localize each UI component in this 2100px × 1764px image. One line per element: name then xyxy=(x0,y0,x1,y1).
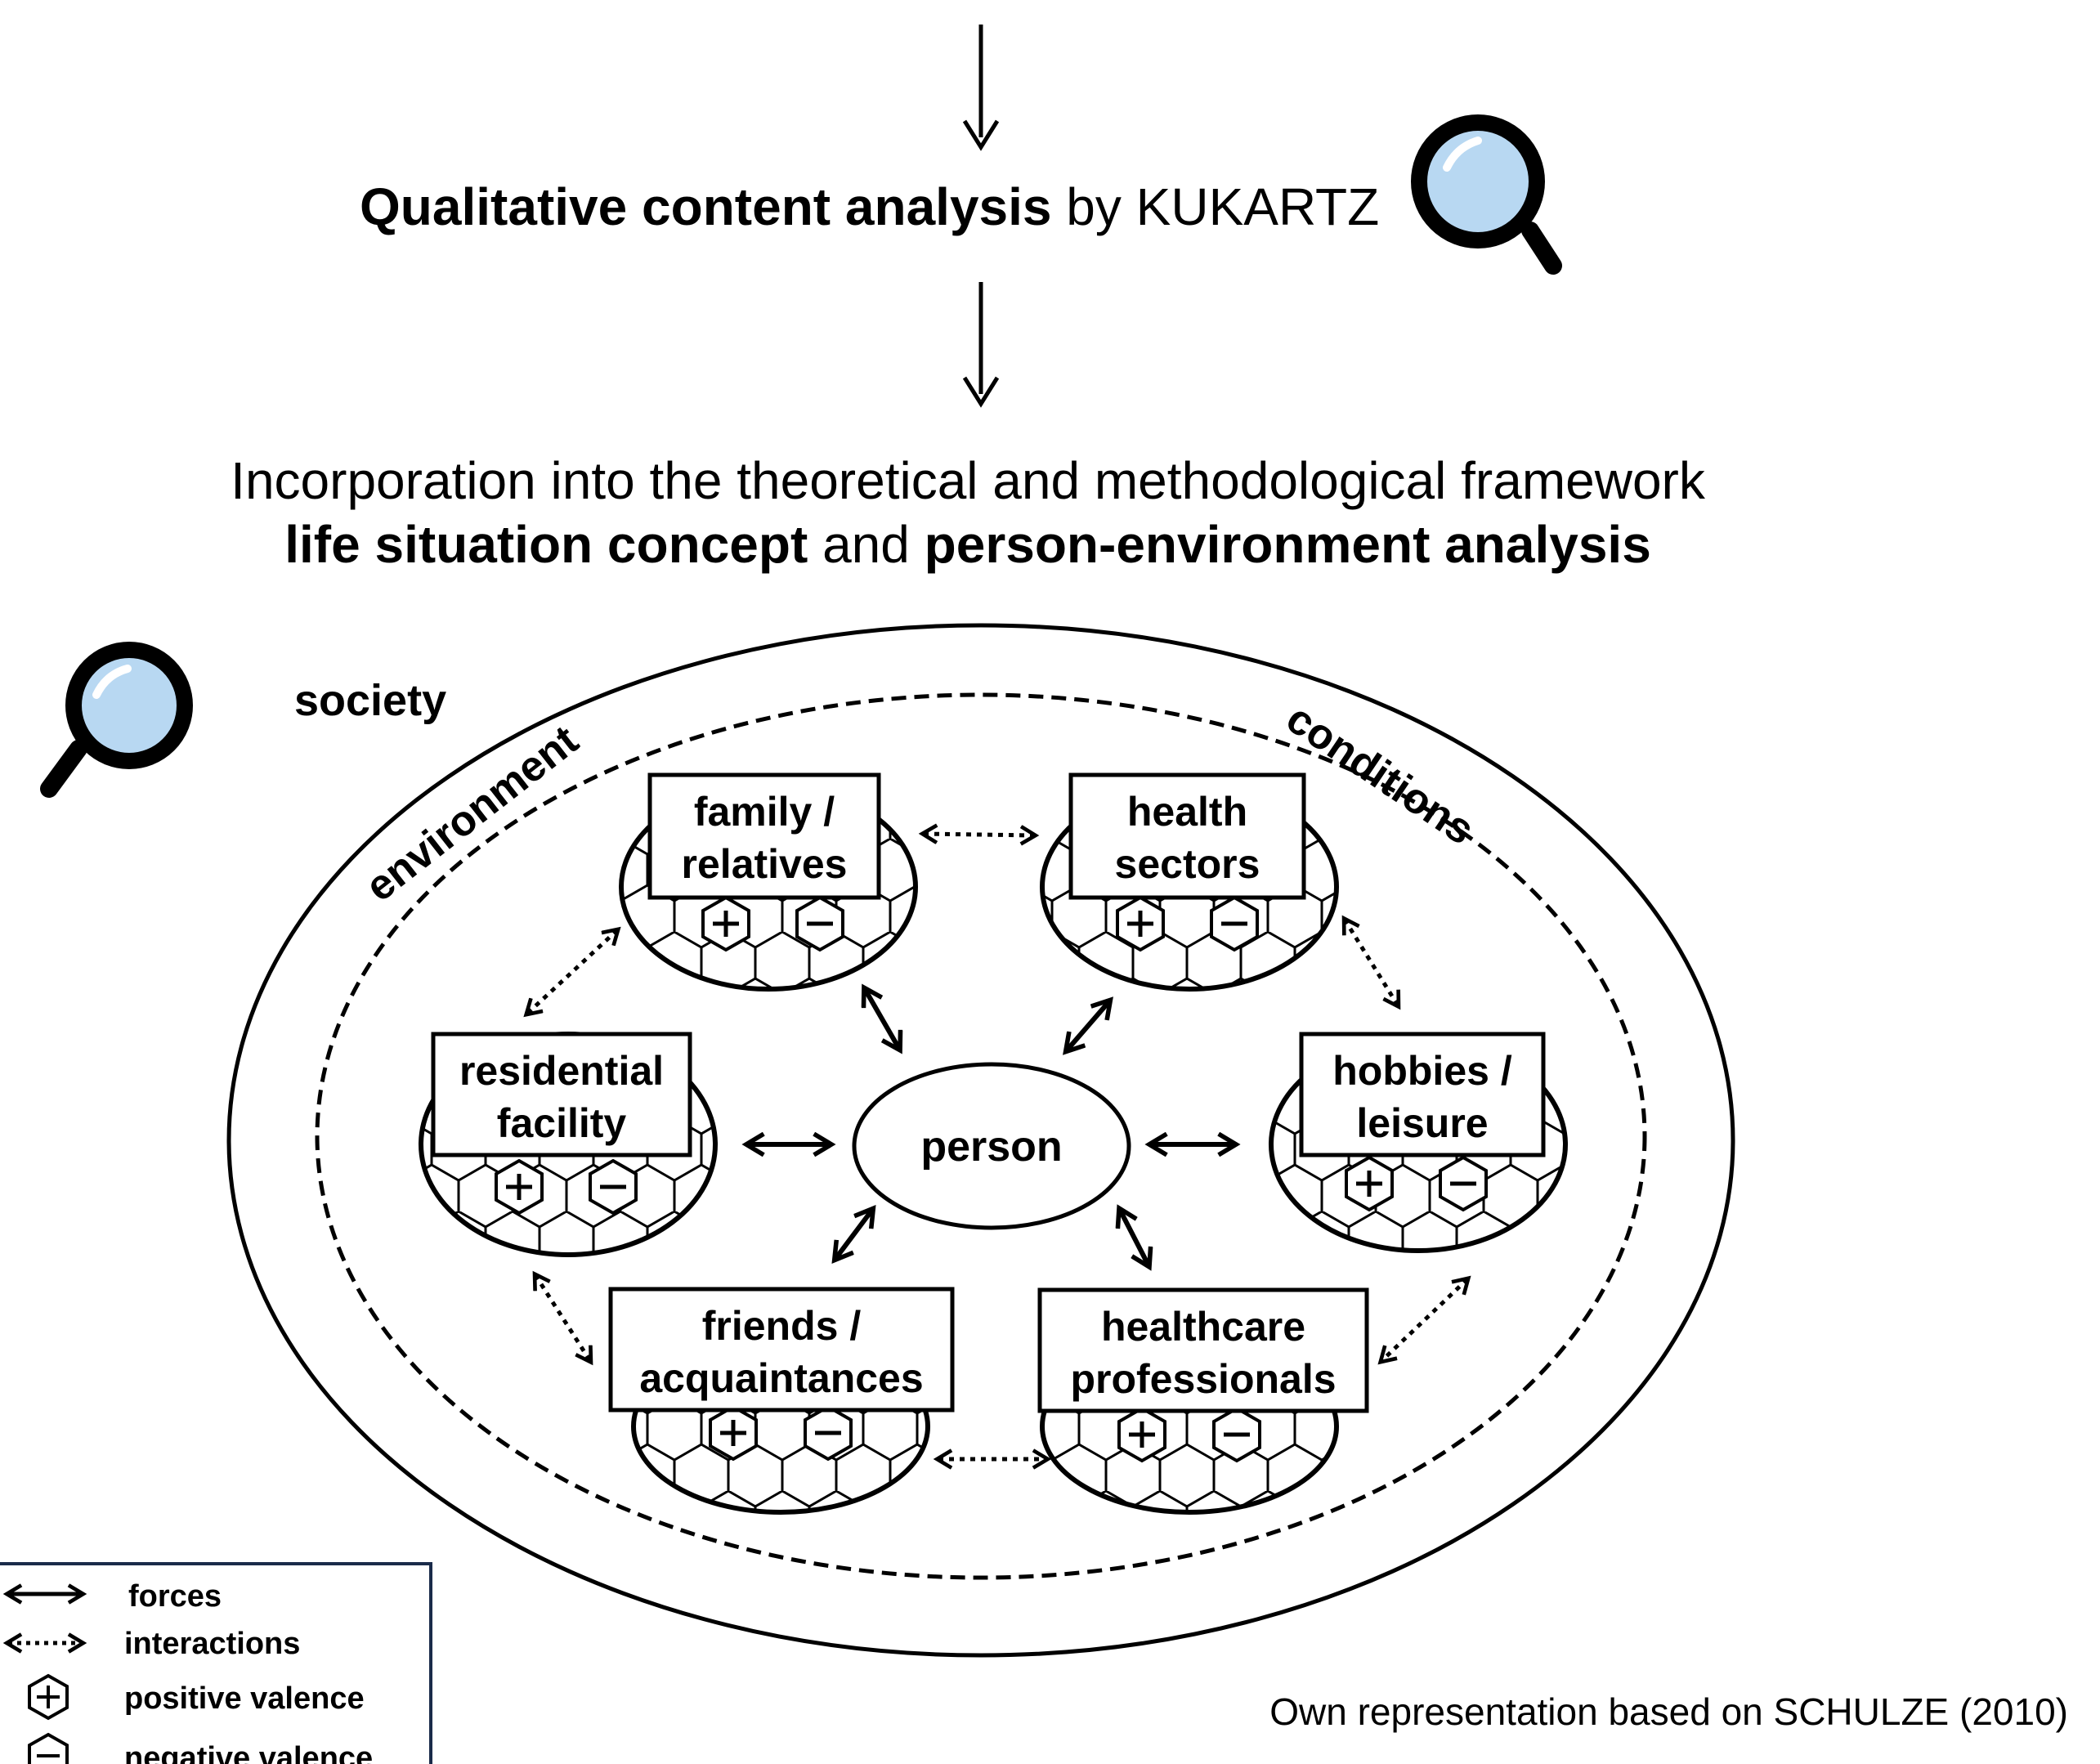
node-group: friends / acquaintances xyxy=(608,1287,955,1515)
legend-negative-label: negative valence xyxy=(124,1741,373,1764)
node-label-line2: acquaintances xyxy=(639,1355,923,1401)
interaction-arrow xyxy=(924,834,1034,835)
node-label-line2: sectors xyxy=(1115,841,1260,887)
node-label-box xyxy=(608,1287,955,1413)
person-label: person xyxy=(920,1123,1062,1171)
legend-plus-symbol xyxy=(28,1673,69,1721)
society-ellipse xyxy=(226,623,1735,1658)
node-label-line1: residential xyxy=(459,1048,664,1094)
force-arrow xyxy=(1067,1001,1109,1050)
magnifier-icon xyxy=(1411,114,1562,275)
node-label-line1: hobbies / xyxy=(1332,1048,1512,1094)
interaction-arrow xyxy=(527,930,617,1014)
legend-forces-label: forces xyxy=(128,1579,222,1614)
legend-positive-label: positive valence xyxy=(124,1681,365,1716)
legend-interactions-label: interactions xyxy=(124,1627,300,1661)
node-label-line2: relatives xyxy=(682,841,848,887)
source-note: Own representation based on SCHULZE (201… xyxy=(1269,1690,2068,1733)
node-group: health sectors xyxy=(1040,772,1339,992)
force-arrow xyxy=(1120,1210,1149,1265)
legend-minus-symbol xyxy=(28,1732,69,1764)
node-label-line2: facility xyxy=(497,1100,627,1146)
magnifier-icon xyxy=(40,642,193,798)
node-group: hobbies / leisure xyxy=(1269,1032,1568,1253)
node-group: residential facility xyxy=(419,1032,718,1257)
node-label-line1: family / xyxy=(694,789,835,835)
node-label-box xyxy=(1037,1287,1369,1413)
node-label-box xyxy=(1299,1032,1546,1157)
person-ellipse xyxy=(852,1062,1131,1230)
society-label: society xyxy=(294,676,446,725)
interaction-arrow xyxy=(1345,920,1398,1005)
environment-ellipse xyxy=(315,692,1647,1580)
flow-arrow-1 xyxy=(962,25,1000,151)
node-label-line1: healthcare xyxy=(1101,1304,1305,1350)
force-arrow xyxy=(835,1210,872,1259)
node-label-line1: health xyxy=(1127,789,1247,835)
node-label-line2: professionals xyxy=(1070,1356,1336,1402)
legend: forces interactions positive valence neg… xyxy=(0,1562,432,1764)
environment-label: environment xyxy=(357,717,588,911)
node-label-box xyxy=(647,772,881,900)
interaction-arrow xyxy=(535,1275,590,1361)
force-arrow xyxy=(865,989,899,1049)
node-group: healthcare professionals xyxy=(1037,1287,1369,1515)
node-label-line1: friends / xyxy=(702,1303,862,1349)
node-label-box xyxy=(1068,772,1306,900)
node-label-line2: leisure xyxy=(1356,1100,1488,1146)
framework-line2: life situation concept and person-enviro… xyxy=(284,515,1651,574)
node-label-box xyxy=(431,1032,692,1157)
flow-arrow-2 xyxy=(962,282,1000,408)
framework-line1: Incorporation into the theoretical and m… xyxy=(231,451,1706,510)
node-group: family / relatives xyxy=(619,772,918,992)
analysis-title: Qualitative content analysis by KUKARTZ xyxy=(360,177,1379,236)
interaction-arrow xyxy=(1381,1279,1467,1361)
